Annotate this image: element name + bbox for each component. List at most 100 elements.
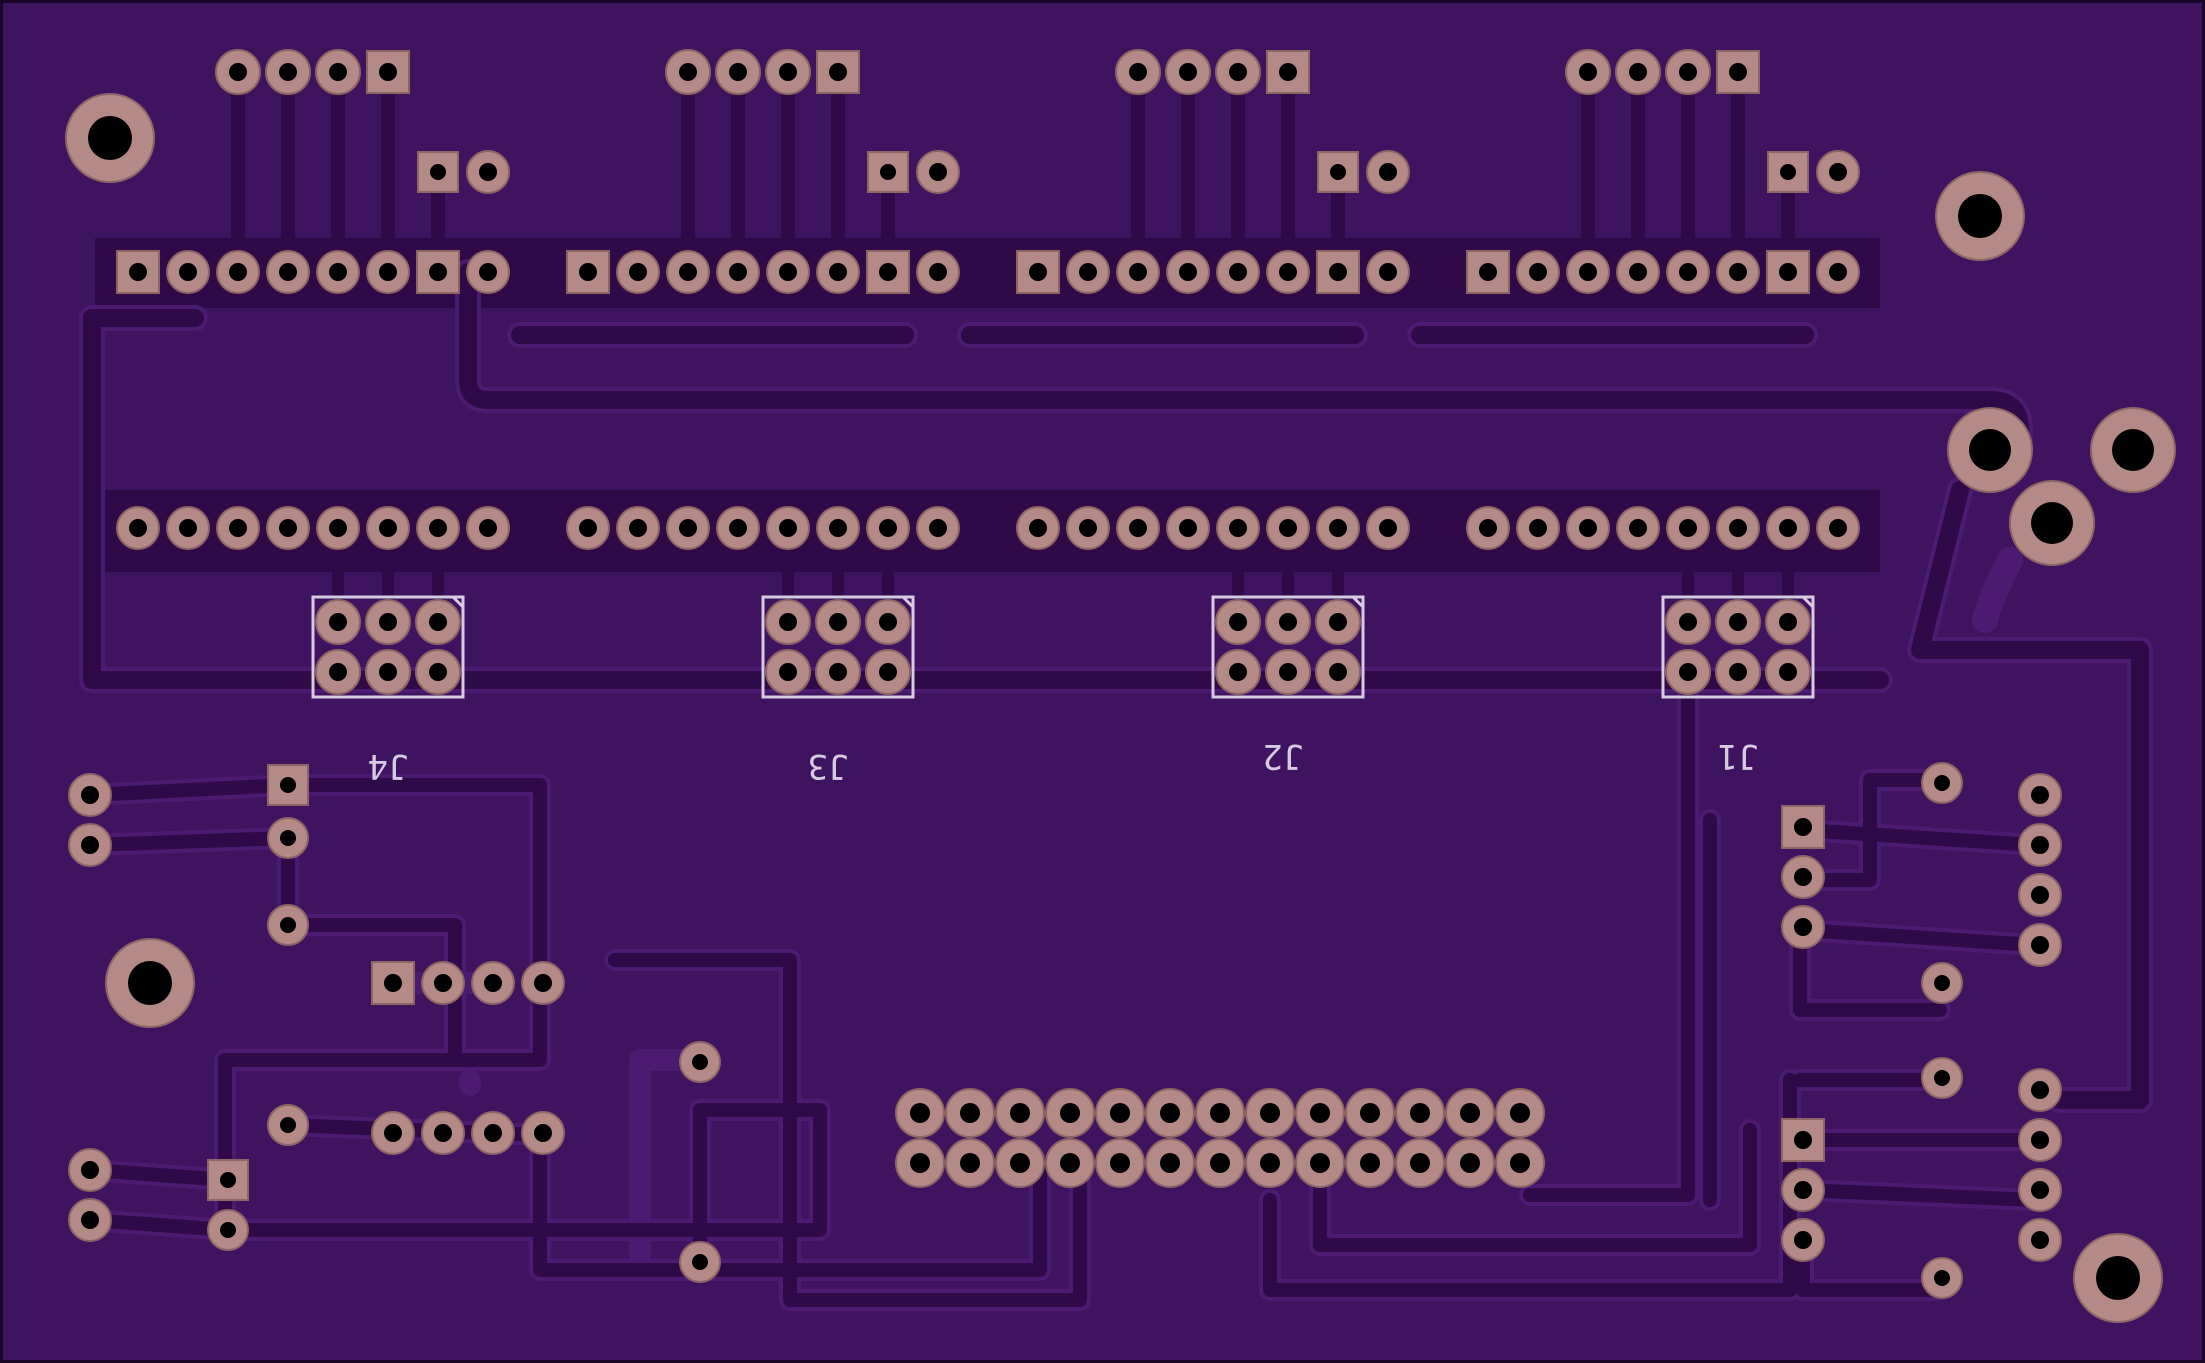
pad — [1666, 250, 1710, 294]
pad — [1616, 250, 1660, 294]
pad — [1781, 905, 1825, 949]
pad — [665, 49, 711, 95]
pad — [816, 250, 860, 294]
pad — [1066, 506, 1110, 550]
pad — [1666, 506, 1710, 550]
pad — [1765, 599, 1811, 645]
pad — [1921, 1057, 1963, 1099]
main-connector-pin — [1395, 1088, 1445, 1138]
pad — [1215, 599, 1261, 645]
pad-square — [816, 50, 860, 94]
pad — [68, 1198, 112, 1242]
pad — [1516, 250, 1560, 294]
pad — [1115, 49, 1161, 95]
pad — [766, 506, 810, 550]
pad — [421, 961, 465, 1005]
pad — [466, 150, 510, 194]
pad — [566, 506, 610, 550]
pad-square — [1767, 151, 1809, 193]
pad — [2018, 1218, 2062, 1262]
pad — [216, 506, 260, 550]
pad — [1315, 649, 1361, 695]
pad — [679, 1241, 721, 1283]
pad-square — [1466, 250, 1510, 294]
pad — [421, 1111, 465, 1155]
pad — [616, 506, 660, 550]
pad — [815, 649, 861, 695]
pad — [1665, 599, 1711, 645]
main-connector-pin — [1495, 1088, 1545, 1138]
pad — [2018, 823, 2062, 867]
pad — [916, 250, 960, 294]
designator-labels: J4 J3 J2 J1 — [368, 736, 1759, 786]
pad-square — [1766, 250, 1810, 294]
pad — [315, 49, 361, 95]
pad-square — [1781, 805, 1825, 849]
j2-outline — [1211, 595, 1365, 699]
pad — [716, 506, 760, 550]
pad — [1816, 250, 1860, 294]
pad — [2018, 873, 2062, 917]
pad — [1566, 506, 1610, 550]
pad — [68, 823, 112, 867]
pad — [316, 506, 360, 550]
pad — [916, 150, 960, 194]
pad — [466, 506, 510, 550]
pad — [715, 49, 761, 95]
designator-j4: J4 — [368, 746, 409, 786]
pad — [266, 506, 310, 550]
pad — [166, 506, 210, 550]
main-connector-pin — [945, 1138, 995, 1188]
pad — [1765, 649, 1811, 695]
pad — [116, 506, 160, 550]
pad — [765, 49, 811, 95]
pad — [68, 1148, 112, 1192]
main-connector-pin — [1395, 1138, 1445, 1188]
pad — [1715, 649, 1761, 695]
pad — [166, 250, 210, 294]
pad — [265, 49, 311, 95]
pad — [1816, 150, 1860, 194]
pad — [2018, 1168, 2062, 1212]
pad — [716, 250, 760, 294]
pad-layer — [68, 49, 2062, 1299]
mounting-hole — [105, 938, 195, 1028]
designator-j1: J1 — [1718, 736, 1759, 776]
pad-square — [416, 250, 460, 294]
main-connector-pin — [1195, 1138, 1245, 1188]
main-connector-pin — [1145, 1138, 1195, 1188]
designator-j2: J2 — [1263, 736, 1304, 776]
pad — [1116, 250, 1160, 294]
pad — [1516, 506, 1560, 550]
pad — [215, 49, 261, 95]
pad — [1116, 506, 1160, 550]
pad-square — [1016, 250, 1060, 294]
pad — [1466, 506, 1510, 550]
power-jack-hole — [2090, 407, 2176, 493]
pad — [1665, 649, 1711, 695]
main-connector-pin — [895, 1138, 945, 1188]
pad — [765, 599, 811, 645]
pad — [1265, 649, 1311, 695]
pad — [415, 599, 461, 645]
main-connector-pin — [1045, 1088, 1095, 1138]
pad — [1715, 599, 1761, 645]
pad — [765, 649, 811, 695]
pad — [1816, 506, 1860, 550]
main-connector-pin — [1345, 1138, 1395, 1188]
pad — [1265, 599, 1311, 645]
pad — [1716, 250, 1760, 294]
pad — [2018, 1118, 2062, 1162]
pad — [1316, 506, 1360, 550]
main-connector-pin — [995, 1138, 1045, 1188]
pad — [1615, 49, 1661, 95]
pad-square — [371, 961, 415, 1005]
pad — [1921, 962, 1963, 1004]
main-connector-pin — [1095, 1138, 1145, 1188]
pad — [865, 649, 911, 695]
j1-outline — [1661, 595, 1815, 699]
pad — [415, 649, 461, 695]
pad — [1266, 250, 1310, 294]
pad — [521, 961, 565, 1005]
